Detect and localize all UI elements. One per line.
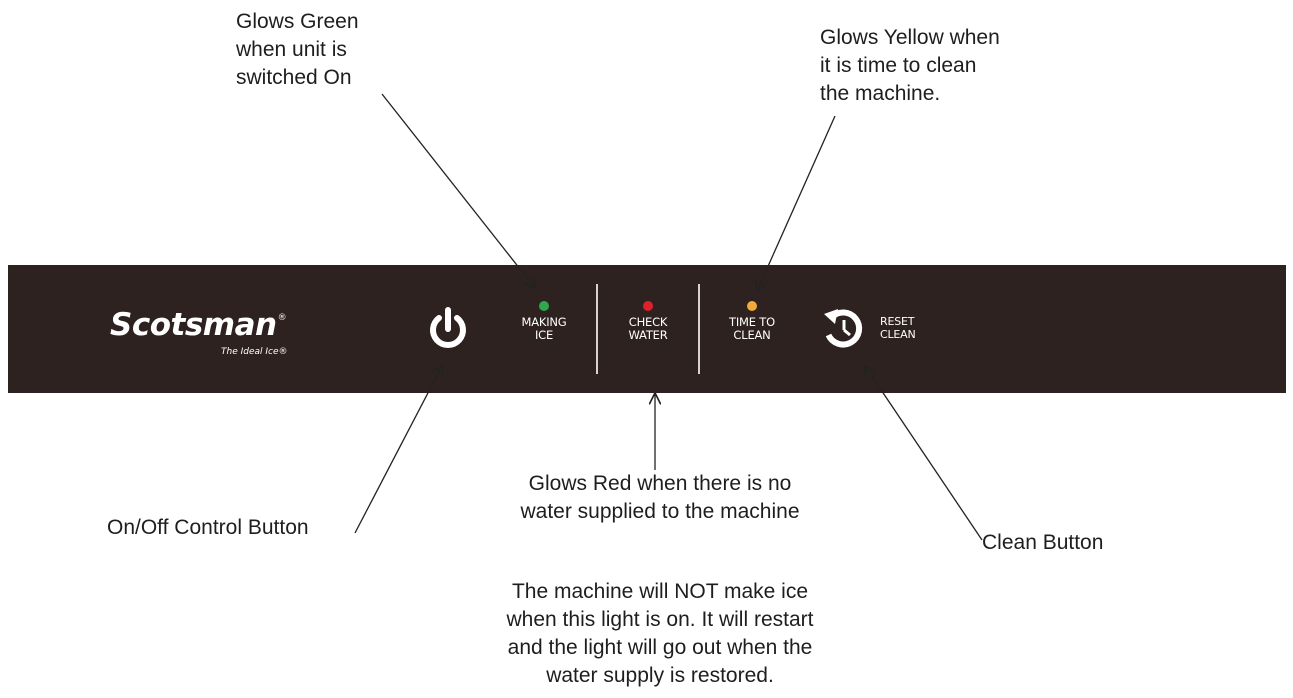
check-water-led xyxy=(643,301,653,311)
arrow-yellow-led xyxy=(757,115,836,291)
callout-water-note: The machine will NOT make ice when this … xyxy=(506,580,814,687)
panel-divider xyxy=(596,284,598,374)
arrow-clean-button xyxy=(865,366,983,541)
check-water-label: CHECK WATER xyxy=(628,315,668,342)
reset-clock-icon xyxy=(824,309,863,348)
time-to-clean-led xyxy=(747,301,757,311)
arrow-green-led xyxy=(381,93,535,288)
indicator-making-ice: MAKING ICE xyxy=(504,301,584,342)
callout-yellow-light: Glows Yellow when it is time to clean th… xyxy=(820,26,1000,105)
on-off-button[interactable] xyxy=(426,307,470,351)
power-icon xyxy=(430,307,466,348)
brand-tagline: The Ideal Ice® xyxy=(221,347,288,357)
arrow-on-off-button xyxy=(354,366,442,534)
making-ice-label: MAKING ICE xyxy=(521,315,567,342)
brand-registered-mark: ® xyxy=(277,313,287,323)
callout-clean-button: Clean Button xyxy=(982,531,1104,554)
indicator-check-water: CHECK WATER xyxy=(608,301,688,342)
making-ice-led xyxy=(539,301,549,311)
time-to-clean-label: TIME TO CLEAN xyxy=(729,315,775,342)
brand-name: Scotsman xyxy=(110,307,277,343)
control-panel: Scotsman® The Ideal Ice® MAKING ICE CHEC… xyxy=(8,265,1286,393)
callout-red-light: Glows Red when there is no water supplie… xyxy=(520,472,800,523)
callout-green-light: Glows Green when unit is switched On xyxy=(236,10,359,89)
scotsman-logo: Scotsman® xyxy=(110,307,287,343)
panel-divider xyxy=(698,284,700,374)
indicator-time-to-clean: TIME TO CLEAN xyxy=(712,301,792,342)
reset-clean-label: RESET CLEAN xyxy=(880,315,916,341)
callout-on-off-button: On/Off Control Button xyxy=(107,516,309,539)
reset-clean-button[interactable] xyxy=(820,305,868,353)
